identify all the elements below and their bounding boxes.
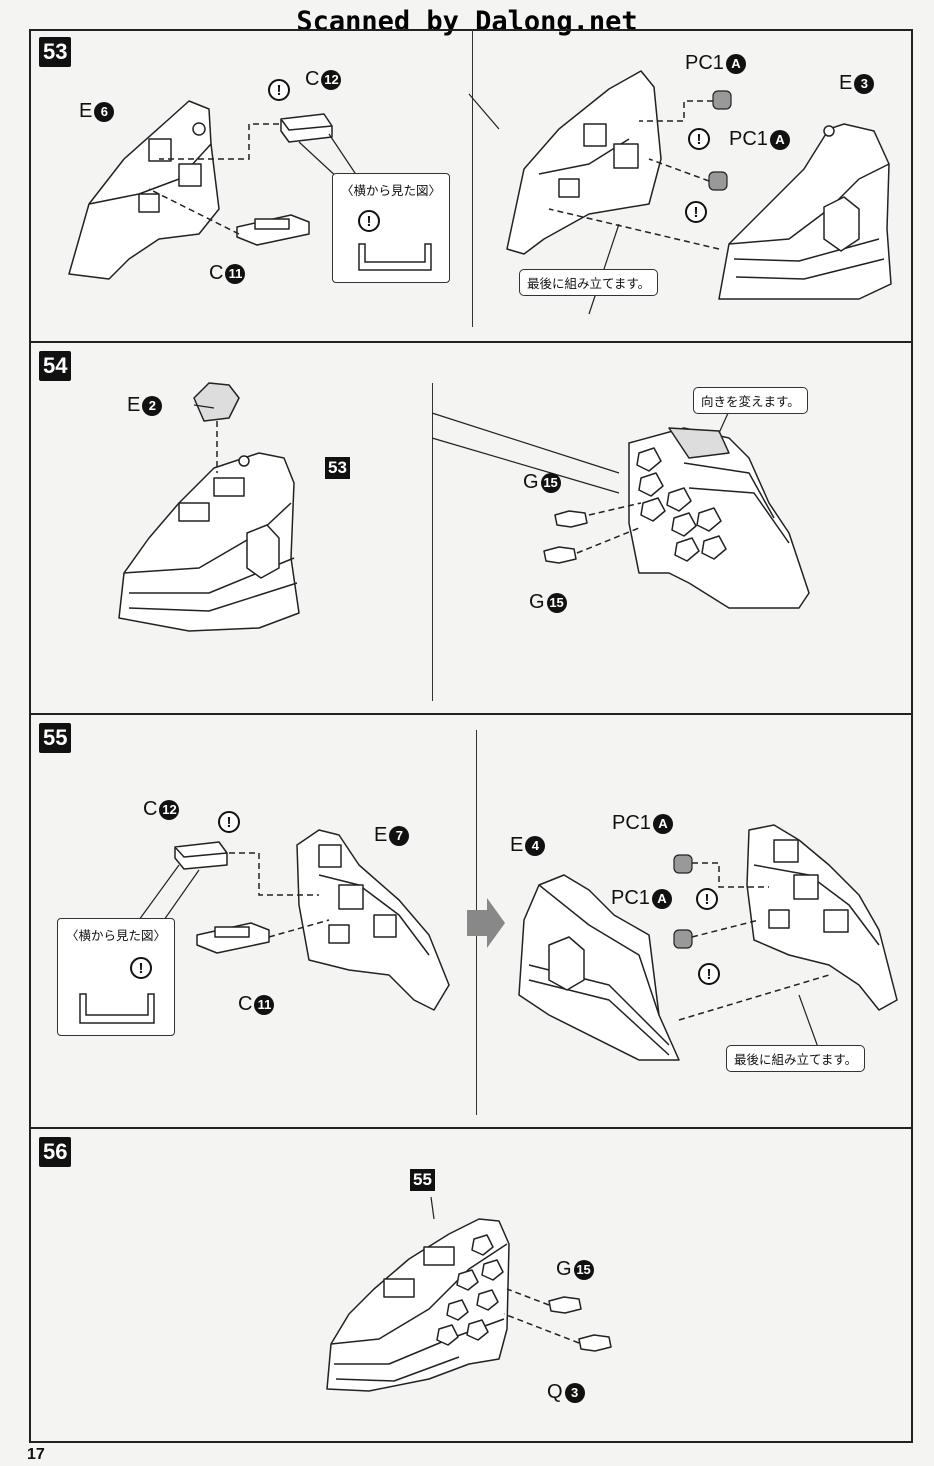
caution-icon: ! xyxy=(358,210,380,232)
assembly-note: 最後に組み立てます。 xyxy=(726,1045,866,1072)
caution-icon: ! xyxy=(268,79,290,101)
part-letter-badge: A xyxy=(651,888,672,909)
part-label-g15-top: G 15 xyxy=(523,471,561,494)
caution-icon: ! xyxy=(685,201,707,223)
part-label-pc1a-top: PC1 A xyxy=(612,812,673,835)
part-number-badge: 12 xyxy=(321,69,342,90)
part-number-badge: 6 xyxy=(94,101,115,122)
step-56-illustration xyxy=(326,1196,612,1392)
part-label-e2: E 2 xyxy=(127,394,163,417)
side-view-box: 〈横から見た図〉 ! xyxy=(57,918,175,1036)
part-letter-badge: A xyxy=(769,129,790,150)
part-label-e3: E 3 xyxy=(839,72,875,95)
part-label-e7: E 7 xyxy=(374,824,410,847)
caution-icon: ! xyxy=(130,957,152,979)
part-number-badge: 12 xyxy=(159,799,180,820)
step-53: 53 xyxy=(29,29,913,343)
part-label-e6: E 6 xyxy=(79,100,115,123)
caution-icon: ! xyxy=(698,963,720,985)
part-number-badge: 15 xyxy=(540,472,561,493)
part-letter-badge: A xyxy=(725,53,746,74)
step-55-illustration xyxy=(138,824,898,1061)
part-label-c11: C 11 xyxy=(238,993,275,1016)
caution-icon: ! xyxy=(688,128,710,150)
part-letter-badge: A xyxy=(652,813,673,834)
part-number-badge: 2 xyxy=(142,395,163,416)
part-label-q3: Q 3 xyxy=(547,1381,585,1404)
step-reference-badge: 53 xyxy=(325,457,350,479)
part-number-badge: 15 xyxy=(573,1259,594,1280)
panel-divider xyxy=(472,29,473,327)
page-number: 17 xyxy=(27,1446,45,1463)
side-view-caption: 〈横から見た図〉 xyxy=(65,928,166,943)
part-number-badge: 15 xyxy=(546,592,567,613)
side-view-box: 〈横から見た図〉 ! xyxy=(332,173,450,283)
scan-watermark: Scanned by Dalong.net xyxy=(296,6,638,37)
part-label-g15: G 15 xyxy=(556,1258,594,1281)
step-54-illustration xyxy=(118,382,810,632)
part-label-e4: E 4 xyxy=(510,834,546,857)
step-55: 55 xyxy=(29,715,913,1129)
part-label-pc1a-top: PC1 A xyxy=(685,52,746,75)
part-label-c11: C 11 xyxy=(209,262,246,285)
caution-icon: ! xyxy=(696,888,718,910)
part-label-g15-bottom: G 15 xyxy=(529,591,567,614)
part-label-c12: C 12 xyxy=(305,68,342,91)
part-number-badge: 4 xyxy=(525,835,546,856)
assembly-note: 最後に組み立てます。 xyxy=(519,269,659,296)
part-label-pc1a-mid: PC1 A xyxy=(729,128,790,151)
step-56: 56 55 xyxy=(29,1129,913,1443)
step-53-illustration xyxy=(68,70,892,315)
step-number: 55 xyxy=(39,723,72,753)
part-number-badge: 3 xyxy=(854,73,875,94)
instruction-frame xyxy=(29,29,913,1443)
step-54: 54 xyxy=(29,343,913,715)
step-reference-badge: 55 xyxy=(410,1169,435,1191)
step-number: 53 xyxy=(39,37,72,67)
side-view-caption: 〈横から見た図〉 xyxy=(340,183,441,198)
part-label-pc1a-mid: PC1 A xyxy=(611,887,672,910)
side-view-part-icon xyxy=(79,993,155,1024)
panel-divider xyxy=(432,383,433,701)
part-number-badge: 7 xyxy=(389,825,410,846)
side-view-part-icon xyxy=(358,243,432,271)
orientation-note: 向きを変えます。 xyxy=(693,387,808,414)
part-number-badge: 11 xyxy=(254,994,275,1015)
part-number-badge: 3 xyxy=(564,1382,585,1403)
part-label-c12: C 12 xyxy=(143,798,180,821)
part-number-badge: 11 xyxy=(225,263,246,284)
step-number: 54 xyxy=(39,351,72,381)
step-number: 56 xyxy=(39,1137,72,1167)
caution-icon: ! xyxy=(218,811,240,833)
